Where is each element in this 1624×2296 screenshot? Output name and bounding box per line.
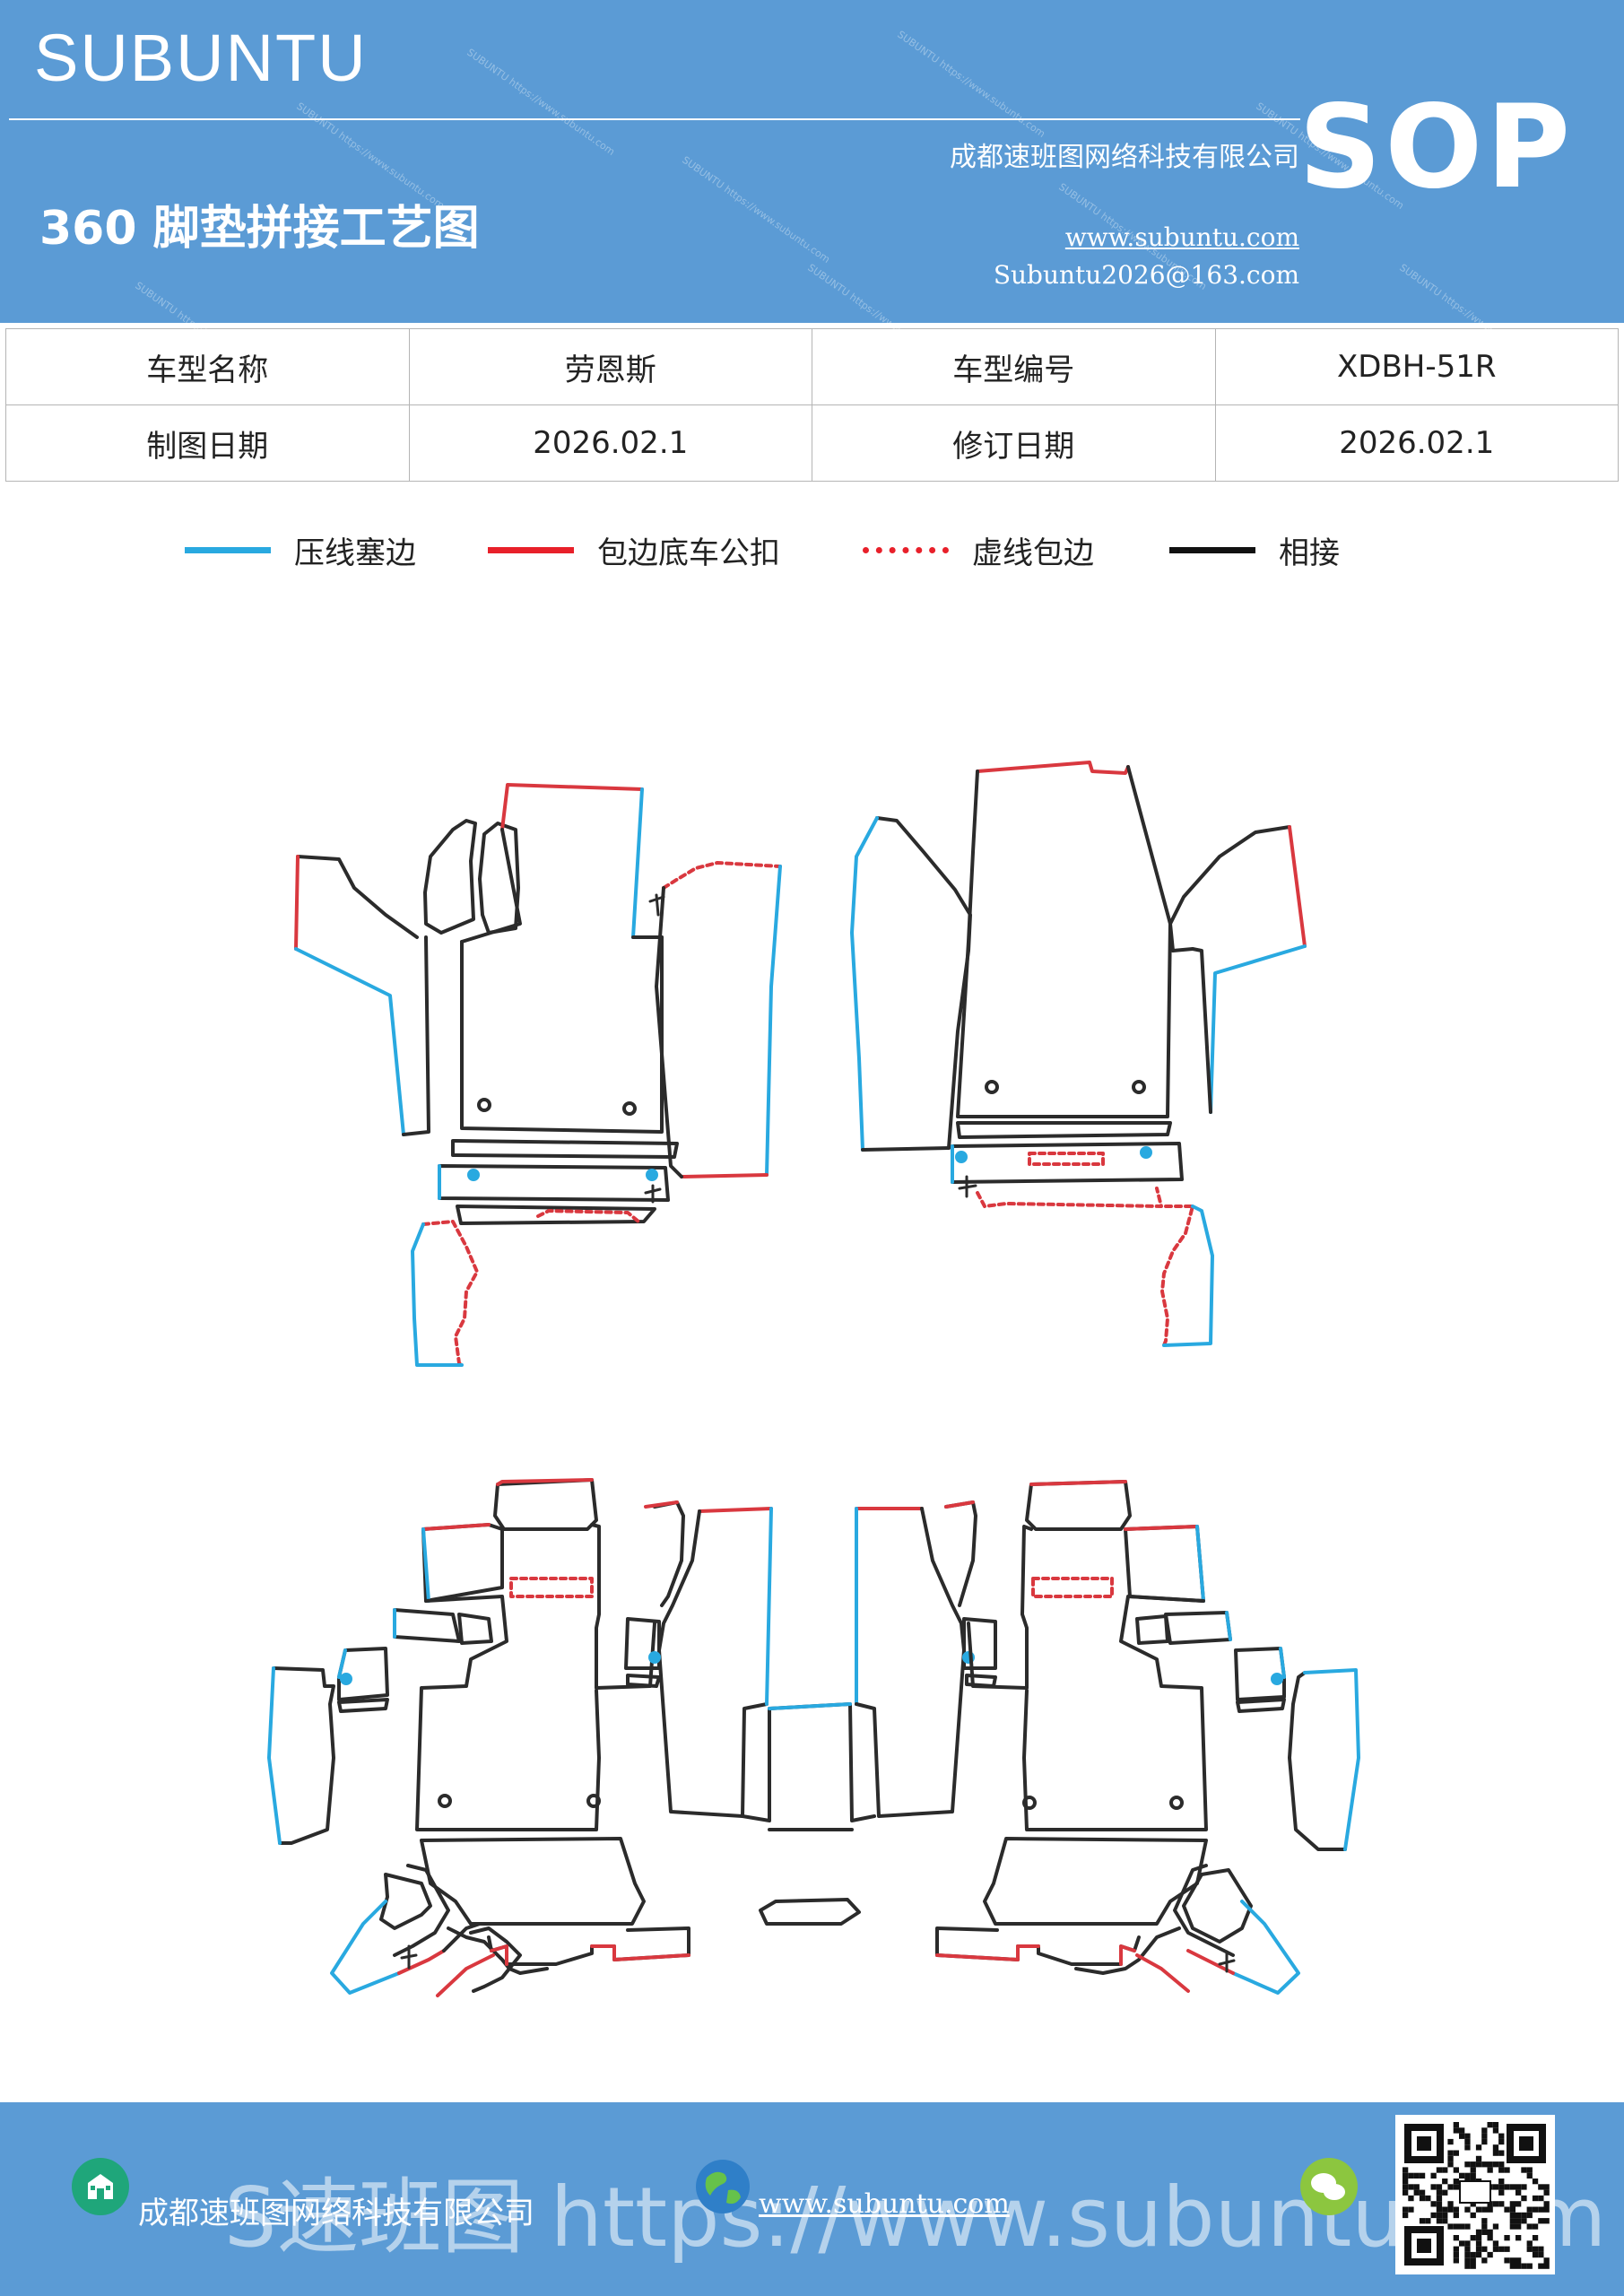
side-strip-left [875,816,972,1150]
model-name-value: 劳恩斯 [408,328,812,405]
header-divider [9,118,1300,120]
legend-label: 包边底车公扣 [597,535,780,571]
model-code-value: XDBH-51R [1214,328,1619,405]
table-row: 制图日期 2026.02.1 修订日期 2026.02.1 [5,404,1619,482]
side-flap-left [296,855,419,939]
main-body-right [976,761,1130,775]
building-icon [72,2158,129,2215]
email-address[interactable]: Subuntu2026@163.com [993,260,1299,290]
page-footer: S速班图 https://www.subuntu.com 成都速班图网络科技有限… [0,2102,1624,2296]
sop-label: SOP [1298,81,1574,214]
line-legend: 压线塞边 包边底车公扣 虚线包边 相接 [0,527,1624,572]
side-flap-right [1168,825,1291,952]
wechat-icon [1300,2158,1358,2215]
front-left-mat-group [294,783,782,1367]
rear-right-side-strip [1288,1671,1347,1851]
brand-name: SUBUNTU [34,21,368,95]
footer-website-link[interactable]: www.subuntu.com [759,2188,1010,2220]
model-code-label: 车型编号 [812,328,1216,405]
company-name: 成都速班图网络科技有限公司 [950,142,1299,173]
legend-swatch-black [1169,546,1255,553]
legend-label: 相接 [1279,535,1340,571]
side-strip-right [662,861,782,890]
rear-left-side-strip [272,1666,335,1845]
qr-code[interactable] [1395,2115,1555,2274]
draw-date-value: 2026.02.1 [408,404,812,482]
draw-date-label: 制图日期 [5,404,410,482]
lower-right-piece [1160,1205,1194,1347]
revise-date-value: 2026.02.1 [1214,404,1619,482]
legend-item-edge-clip: 包边底车公扣 [488,527,780,572]
legend-swatch-red-dotted [863,546,949,553]
globe-icon [696,2160,750,2213]
center-tunnel-group [741,1702,876,1926]
footer-ghost-watermark: S速班图 https://www.subuntu.com [224,2170,1607,2266]
legend-item-joint: 相接 [1169,527,1340,572]
legend-item-press-line: 压线塞边 [185,527,416,572]
revise-date-label: 修订日期 [812,404,1216,482]
legend-label: 压线塞边 [294,535,416,571]
legend-swatch-red [488,546,574,553]
legend-swatch-blue [185,546,271,553]
model-name-label: 车型名称 [5,328,410,405]
rear-right-mat-group [855,1480,1360,1995]
front-right-mat-group [850,761,1307,1347]
website-link[interactable]: www.subuntu.com [1064,222,1299,252]
legend-label: 虚线包边 [972,535,1094,571]
floor-mat-pattern-drawing [267,761,1360,1997]
table-row: 车型名称 劳恩斯 车型编号 XDBH-51R [5,328,1619,405]
document-title: 360 脚垫拼接工艺图 [39,202,480,256]
page-header: SUBUNTU 成都速班图网络科技有限公司 360 脚垫拼接工艺图 www.su… [0,0,1624,323]
lower-left-piece [421,1220,479,1367]
rear-left-mat-group [267,1478,773,1997]
pedal-piece [423,819,477,935]
legend-item-dotted-edge: 虚线包边 [863,527,1094,572]
vehicle-info-table: 车型名称 劳恩斯 车型编号 XDBH-51R 制图日期 2026.02.1 修订… [5,328,1619,482]
footer-company-name: 成都速班图网络科技有限公司 [138,2196,534,2231]
